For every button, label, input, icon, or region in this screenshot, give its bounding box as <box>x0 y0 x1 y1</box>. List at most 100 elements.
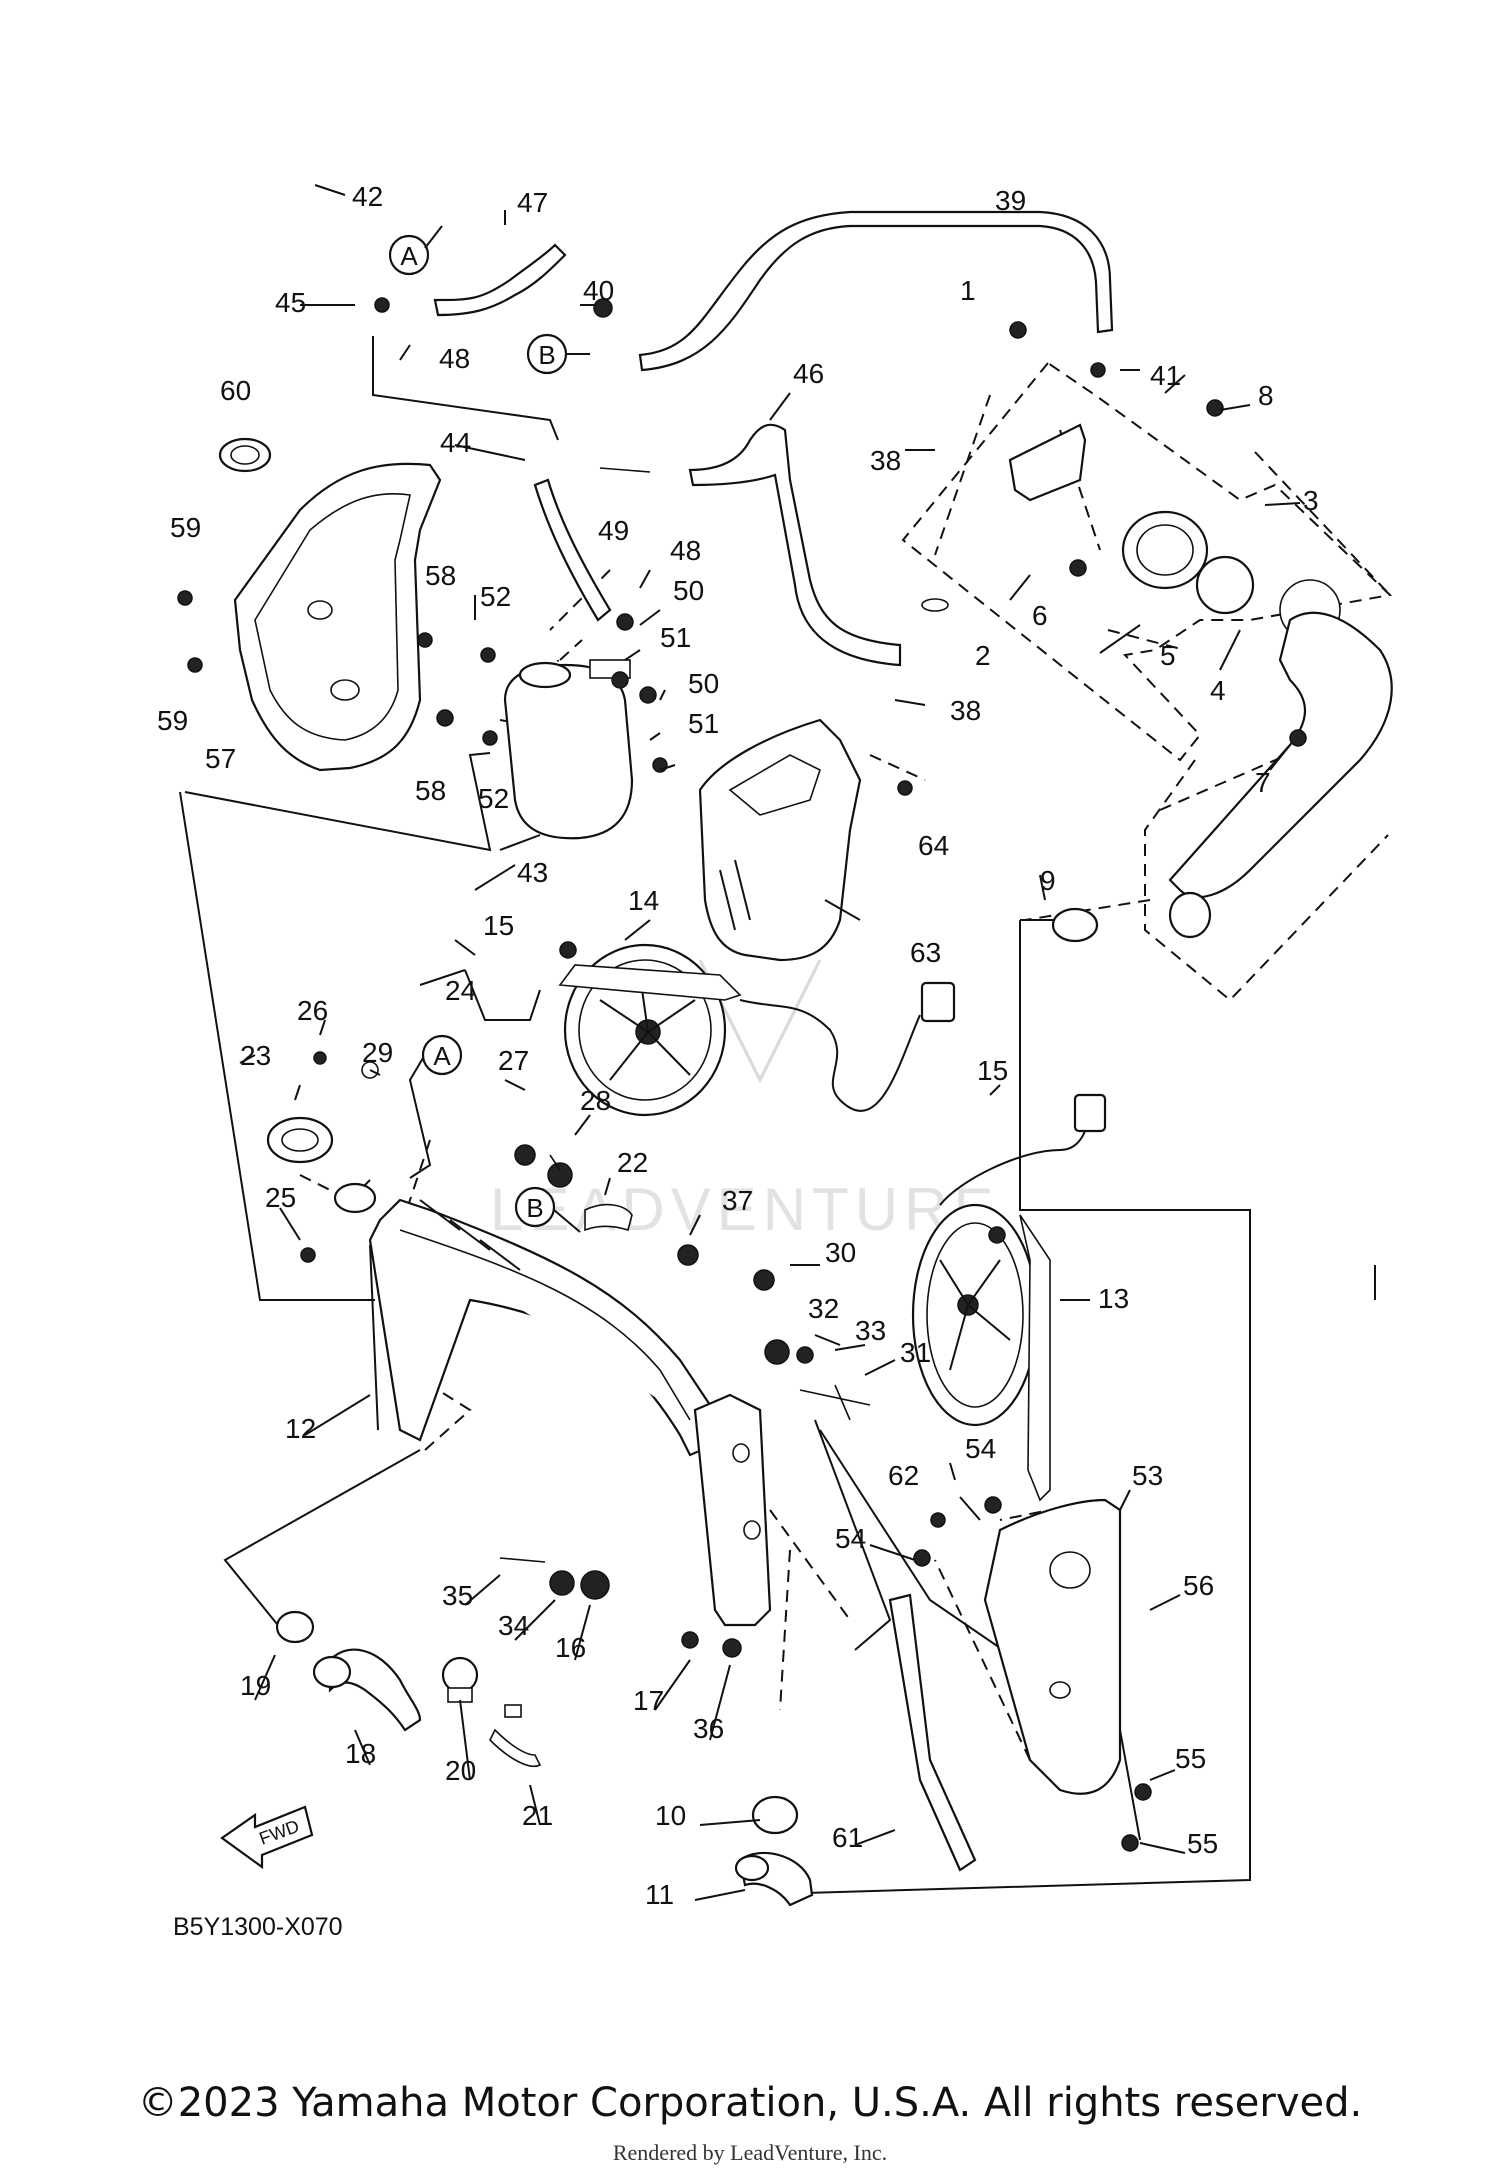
part-label: 13 <box>1098 1283 1129 1314</box>
bracket-61 <box>888 1593 977 1872</box>
svg-text:B: B <box>526 1193 543 1223</box>
part-label: 64 <box>918 830 949 861</box>
part-label: 29 <box>362 1037 393 1068</box>
part-label: 58 <box>425 560 456 591</box>
part-label: 56 <box>1183 1570 1214 1601</box>
svg-text:A: A <box>400 241 418 271</box>
part-label: 26 <box>297 995 328 1026</box>
part-label: 48 <box>670 535 701 566</box>
svg-text:A: A <box>433 1041 451 1071</box>
clamp-20 <box>441 1656 479 1703</box>
part-label: 47 <box>517 187 548 218</box>
part-label: 60 <box>220 375 251 406</box>
filler-neck <box>333 1182 377 1214</box>
part-label: 20 <box>445 1755 476 1786</box>
hose-47 <box>433 243 567 317</box>
part-label: 22 <box>617 1147 648 1178</box>
part-label: 12 <box>285 1413 316 1444</box>
part-label: 11 <box>645 1879 674 1910</box>
part-label: 32 <box>808 1293 839 1324</box>
part-label: 2 <box>975 640 991 671</box>
fan-13 <box>911 1093 1107 1502</box>
part-label: 53 <box>1132 1460 1163 1491</box>
grommet-60 <box>218 437 272 473</box>
part-label: 46 <box>793 358 824 389</box>
part-label: 23 <box>240 1040 271 1071</box>
part-label: 33 <box>855 1315 886 1346</box>
part-label: 8 <box>1258 380 1274 411</box>
part-label: 34 <box>498 1610 529 1641</box>
part-label: 59 <box>157 705 188 736</box>
reservoir-tank-43 <box>503 659 634 840</box>
part-label: 27 <box>498 1045 529 1076</box>
part-label: 9 <box>1040 865 1056 896</box>
part-label: 6 <box>1032 600 1048 631</box>
clip-21 <box>489 1704 542 1767</box>
part-label: 62 <box>888 1460 919 1491</box>
part-label: 52 <box>480 581 511 612</box>
diagram-code: B5Y1300-X070 <box>173 1913 343 1941</box>
part-label: 57 <box>205 743 236 774</box>
callout-circles: A B A B <box>388 225 590 1233</box>
part-label: 7 <box>1255 767 1271 798</box>
part-label: 43 <box>517 857 548 888</box>
callout-a-top: A <box>388 225 443 276</box>
part-label: 3 <box>1303 485 1319 516</box>
part-label: 50 <box>673 575 704 606</box>
part-label: 1 <box>960 275 976 306</box>
part-label: 45 <box>275 287 306 318</box>
part-label: 48 <box>439 343 470 374</box>
fwd-arrow: FWD <box>220 1805 314 1870</box>
clamp-9 <box>1051 907 1099 943</box>
watermark-logo: LEADVENTURE <box>490 899 999 1243</box>
part-label: 10 <box>655 1800 686 1831</box>
part-label: 51 <box>660 622 691 653</box>
part-label: 28 <box>580 1085 611 1116</box>
part-label: 15 <box>483 910 514 941</box>
part-label: 24 <box>445 975 476 1006</box>
clamp-10 <box>751 1795 799 1835</box>
part-label: 14 <box>628 885 659 916</box>
part-label: 54 <box>835 1523 866 1554</box>
part-label: 42 <box>352 181 383 212</box>
rendered-by-credit: Rendered by LeadVenture, Inc. <box>612 2140 888 2165</box>
part-label: 52 <box>478 783 509 814</box>
svg-text:B: B <box>538 340 555 370</box>
radiator-cover-63 <box>698 718 862 962</box>
side-cover-53 <box>983 1498 1122 1795</box>
thermostat-housing <box>921 423 1393 939</box>
hose-46 <box>688 423 902 667</box>
part-label: 4 <box>1210 675 1226 706</box>
watermark-text: LEADVENTURE <box>490 1176 999 1243</box>
part-label: 38 <box>950 695 981 726</box>
copyright-notice: ©2023 Yamaha Motor Corporation, U.S.A. A… <box>137 2080 1363 2126</box>
hose-11 <box>734 1851 814 1907</box>
cap-23 <box>266 1116 334 1164</box>
part-label: 5 <box>1160 640 1176 671</box>
clamp-19 <box>275 1610 315 1644</box>
small-fasteners <box>177 297 1307 1852</box>
part-label: 59 <box>170 512 201 543</box>
part-label: 55 <box>1175 1743 1206 1774</box>
part-label: 40 <box>583 275 614 306</box>
part-label: 61 <box>832 1822 863 1853</box>
callout-b-mid: B <box>514 1186 581 1233</box>
part-label: 30 <box>825 1237 856 1268</box>
hose-18 <box>312 1648 422 1732</box>
part-label: 38 <box>870 445 901 476</box>
part-label: 50 <box>688 668 719 699</box>
part-label: 58 <box>415 775 446 806</box>
part-label: 55 <box>1187 1828 1218 1859</box>
part-label: 54 <box>965 1433 996 1464</box>
part-label: 35 <box>442 1580 473 1611</box>
radiator-12 <box>368 1198 772 1627</box>
part-label: 63 <box>910 937 941 968</box>
part-label: 44 <box>440 427 471 458</box>
part-label: 31 <box>900 1337 931 1368</box>
part-label: 37 <box>722 1185 753 1216</box>
hose-39 <box>638 210 1114 372</box>
callout-a-mid: A <box>408 1034 463 1179</box>
part-label: 49 <box>598 515 629 546</box>
reservoir-cover-57 <box>233 462 442 772</box>
